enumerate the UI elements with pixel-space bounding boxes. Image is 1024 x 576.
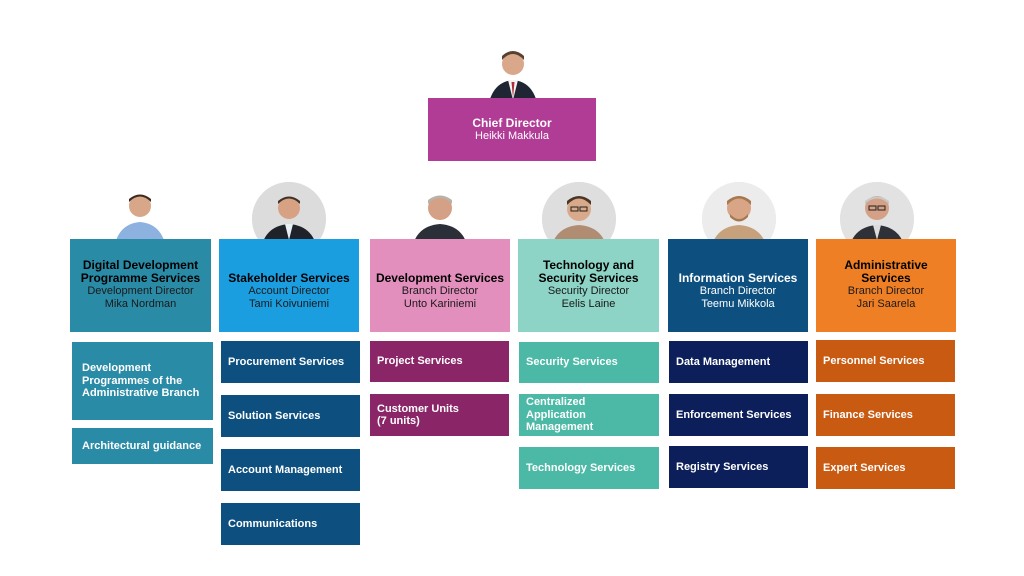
dept-digital-development: Digital Development Programme Services D…: [70, 239, 211, 332]
dept-title: Administrative Services: [844, 258, 928, 285]
dept-information-services: Information Services Branch Director Tee…: [668, 239, 808, 332]
service-expert: Expert Services: [816, 447, 955, 489]
dept-director-role: Branch Director: [847, 285, 925, 297]
dept-title: Information Services: [678, 271, 798, 285]
dept-director-name: Eelis Laine: [561, 298, 616, 310]
dept-director-role: Account Director: [248, 285, 330, 297]
service-solution: Solution Services: [221, 395, 360, 437]
service-registry: Registry Services: [669, 446, 808, 488]
service-technology: Technology Services: [519, 447, 659, 489]
service-architectural-guidance: Architectural guidance: [72, 428, 213, 464]
dept-development-services: Development Services Branch Director Unt…: [370, 239, 510, 332]
service-customer-units-label: Customer Units (7 units): [377, 402, 459, 428]
service-procurement: Procurement Services: [221, 341, 360, 383]
service-data-management: Data Management: [669, 341, 808, 383]
service-communications: Communications: [221, 503, 360, 545]
service-security: Security Services: [519, 342, 659, 383]
dept-title: Stakeholder Services: [228, 271, 350, 285]
chief-director-box: Chief Director Heikki Makkula: [428, 98, 596, 161]
dept-technology-security: Technology and Security Services Securit…: [518, 239, 659, 332]
service-project: Project Services: [370, 341, 509, 382]
dept-administrative-services: Administrative Services Branch Director …: [816, 239, 956, 332]
dept-director-role: Development Director: [87, 285, 194, 297]
dept-director-name: Jari Saarela: [856, 298, 916, 310]
dept-stakeholder-services: Stakeholder Services Account Director Ta…: [219, 239, 359, 332]
dept-director-name: Mika Nordman: [104, 298, 177, 310]
service-customer-units: Customer Units (7 units): [370, 394, 509, 436]
dept-director-name: Unto Kariniemi: [403, 298, 477, 310]
service-enforcement: Enforcement Services: [669, 394, 808, 436]
dept-title: Development Services: [375, 271, 505, 285]
service-development-programmes: Development Programmes of the Administra…: [72, 342, 213, 420]
dept-title: Digital Development Programme Services: [80, 258, 201, 285]
chief-director-name: Heikki Makkula: [475, 130, 549, 142]
dept-title: Technology and Security Services: [538, 258, 639, 285]
chief-director-title: Chief Director: [472, 116, 552, 130]
service-account-management: Account Management: [221, 449, 360, 491]
service-centralized-application-management: Centralized Application Management: [519, 394, 659, 436]
dept-director-role: Branch Director: [699, 285, 777, 297]
dept-director-name: Tami Koivuniemi: [248, 298, 330, 310]
service-finance: Finance Services: [816, 394, 955, 436]
dept-director-role: Branch Director: [401, 285, 479, 297]
service-personnel: Personnel Services: [816, 340, 955, 382]
dept-director-role: Security Director: [547, 285, 630, 297]
dept-director-name: Teemu Mikkola: [701, 298, 775, 310]
